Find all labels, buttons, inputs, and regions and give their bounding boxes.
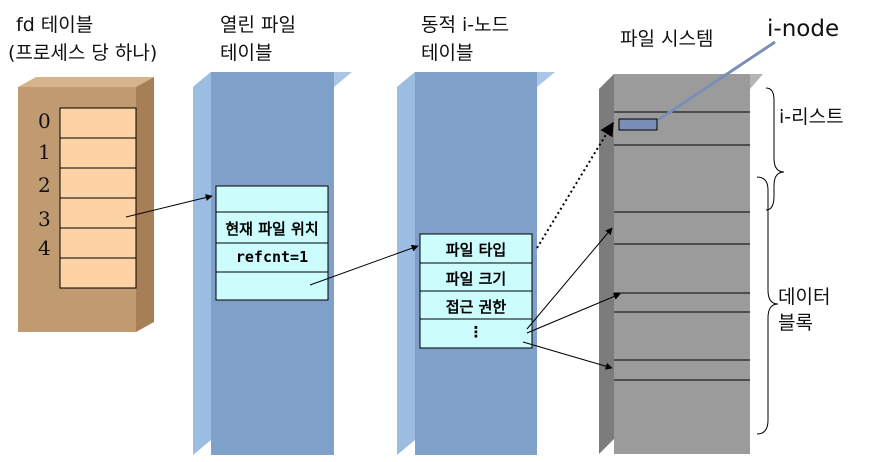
oft-cell-blank-bottom — [215, 271, 329, 301]
inode-label: i-node — [767, 16, 840, 42]
oft-cell-position-text: 현재 파일 위치 — [225, 220, 319, 238]
fs-divider-lines — [614, 111, 750, 381]
fd-table-block — [18, 77, 154, 332]
fd-index-1: 1 — [38, 140, 51, 164]
ilist-brace — [765, 87, 785, 196]
data-block-label-line1: 데이터 — [778, 286, 831, 308]
inode-callout-line — [657, 40, 776, 122]
fd-table-title-line1: fd 테이블 — [16, 14, 94, 36]
it-cell-type-text: 파일 타입 — [445, 241, 507, 259]
fd-cell-2 — [59, 167, 137, 199]
oft-cells — [215, 185, 329, 301]
ilist-brace-end — [765, 195, 775, 211]
file-system-title: 파일 시스템 — [620, 28, 714, 50]
oft-cell-refcnt-text: refcnt=1 — [235, 248, 309, 266]
arrow-to-data-block-3 — [522, 341, 613, 370]
open-file-table-block — [193, 72, 352, 455]
fd-index-0: 0 — [38, 109, 51, 133]
ilist-label: i-리스트 — [779, 106, 844, 128]
fd-cell-3 — [59, 197, 137, 229]
it-cell-more-text: ⋮ — [468, 323, 484, 341]
fd-block-top-face — [18, 77, 154, 87]
fd-table-title-line2: (프로세스 당 하나) — [8, 42, 158, 64]
arrow-inode-to-fs-inode — [536, 121, 614, 249]
oft-block-side-face — [193, 72, 211, 455]
fd-cells — [59, 107, 137, 289]
fd-cell-5 — [59, 257, 137, 289]
it-cell-more — [419, 318, 533, 349]
it-cell-perm — [419, 290, 533, 320]
arrow-open-file-to-inode — [309, 244, 419, 286]
oft-cell-blank-top — [215, 185, 329, 213]
open-file-table-title-line1: 열린 파일 — [220, 14, 296, 36]
fd-block-side-face — [136, 77, 154, 332]
inode-table-title-line1: 동적 i-노드 — [421, 14, 510, 36]
arrows — [125, 121, 621, 370]
oft-cell-position — [215, 211, 329, 244]
it-cell-size-text: 파일 크기 — [445, 270, 507, 288]
fs-block-side-face — [599, 74, 614, 454]
oft-cell-refcnt — [215, 242, 329, 273]
fs-block-front-face — [614, 74, 750, 454]
arrow-fd-to-open-file — [125, 194, 213, 218]
it-cells — [419, 233, 533, 349]
inode-table-block — [397, 72, 555, 455]
data-block-brace — [756, 176, 779, 435]
fd-cell-0 — [59, 107, 137, 139]
fd-index-4: 4 — [38, 236, 51, 260]
data-block-label-line2: 블록 — [778, 312, 813, 334]
it-cell-size — [419, 262, 533, 292]
inode-table-title-line2: 테이블 — [421, 42, 474, 64]
fd-index-3: 3 — [38, 207, 51, 231]
file-system-block — [599, 74, 763, 454]
fd-cell-1 — [59, 137, 137, 169]
fd-cell-4 — [59, 227, 137, 259]
it-block-side-face — [397, 72, 415, 455]
open-file-table-title-line2: 테이블 — [220, 42, 273, 64]
inode-box — [618, 118, 658, 131]
arrow-to-data-block-1 — [526, 227, 613, 330]
arrow-to-data-block-2 — [526, 293, 621, 334]
fd-index-2: 2 — [38, 173, 51, 197]
it-cell-perm-text: 접근 권한 — [445, 298, 507, 316]
